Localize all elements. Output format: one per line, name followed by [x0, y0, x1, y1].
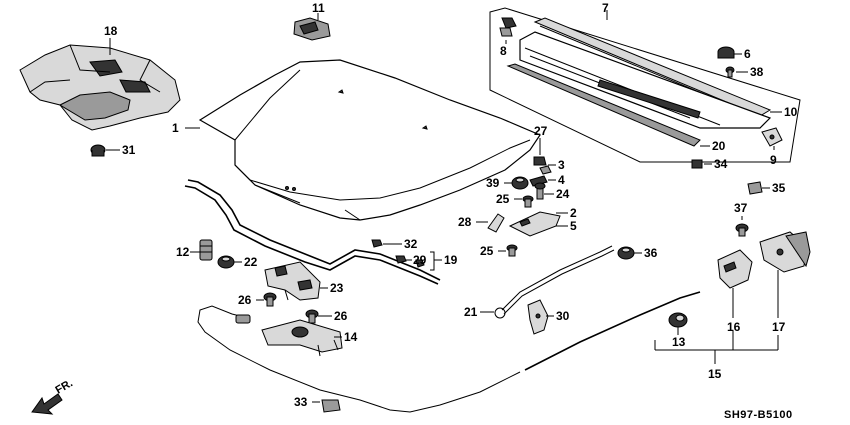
- part-15-release-cable: [197, 291, 701, 413]
- callout-16: 16: [727, 320, 741, 334]
- callout-12: 12: [176, 245, 190, 259]
- callout-31: 31: [122, 143, 136, 157]
- part-28-bracket: [487, 213, 505, 233]
- callout-39: 39: [486, 176, 500, 190]
- part-17-bracket: [759, 231, 811, 273]
- callout-28: 28: [458, 215, 472, 229]
- part-11-bracket: [293, 17, 331, 41]
- callout-38: 38: [750, 65, 764, 79]
- part-31-clip: [90, 144, 106, 157]
- part-35-clip: [747, 181, 763, 195]
- callout-34: 34: [714, 157, 728, 171]
- part-16-release-lever: [717, 249, 753, 289]
- part-25a-bolt: [522, 195, 534, 208]
- callout-25b: 25: [480, 244, 494, 258]
- diagram-code: SH97-B5100: [724, 409, 793, 421]
- callout-20: 20: [712, 139, 726, 153]
- part-26b-bolt: [305, 309, 319, 324]
- cowl-box-outline: [489, 7, 801, 163]
- callout-2: 2: [570, 206, 577, 220]
- callout-26a: 26: [238, 293, 252, 307]
- callout-10: 10: [784, 105, 798, 119]
- part-36-grommet: [617, 246, 635, 260]
- part-9-bracket: [761, 127, 783, 147]
- callout-26b: 26: [334, 309, 348, 323]
- part-12-bumper: [199, 239, 213, 261]
- part-30-rod-holder: [527, 299, 549, 335]
- part-1-hood-panel: [198, 59, 541, 221]
- callout-7: 7: [602, 1, 609, 15]
- part-6-cap: [717, 46, 735, 59]
- callout-4: 4: [558, 173, 565, 187]
- part-18-hood-insulator: [19, 44, 181, 131]
- part-8-clip: [499, 17, 517, 37]
- part-32-clip: [371, 239, 383, 248]
- callout-11: 11: [312, 1, 325, 15]
- callout-3: 3: [558, 158, 565, 172]
- callout-22: 22: [244, 255, 258, 269]
- part-13-knob: [668, 312, 688, 328]
- callout-29: 29: [413, 253, 427, 267]
- part-37-bolt: [735, 223, 749, 237]
- callout-5: 5: [570, 219, 577, 233]
- part-26a-bolt: [263, 292, 277, 307]
- part-25b-bolt: [506, 244, 518, 257]
- part-21-support-rod: [494, 245, 615, 319]
- orientation-label: FR.: [54, 377, 75, 396]
- callout-13: 13: [672, 335, 686, 349]
- callout-19: 19: [444, 253, 458, 267]
- part-4-washer: [529, 175, 548, 187]
- part-23-latch-catch: [264, 261, 321, 301]
- part-14-hood-lock: [261, 319, 343, 357]
- callout-32: 32: [404, 237, 418, 251]
- callout-9: 9: [770, 153, 777, 167]
- callout-14: 14: [344, 330, 358, 344]
- part-3-nut: [539, 165, 552, 175]
- part-38-screw: [725, 66, 735, 78]
- callout-23: 23: [330, 281, 344, 295]
- callout-17: 17: [772, 320, 786, 334]
- part-cowl-panel: [519, 31, 772, 129]
- callout-37: 37: [734, 201, 748, 215]
- part-27-cap: [533, 156, 547, 166]
- callout-27: 27: [534, 124, 548, 138]
- front-direction-arrow: [31, 393, 63, 415]
- callout-24: 24: [556, 187, 570, 201]
- part-2-hinge: [508, 211, 561, 237]
- part-39-grommet: [511, 176, 529, 190]
- callout-15: 15: [708, 367, 722, 381]
- part-24-bolt: [534, 182, 546, 200]
- callout-36: 36: [644, 246, 658, 260]
- callout-6: 6: [744, 47, 751, 61]
- callout-33: 33: [294, 395, 308, 409]
- callout-8: 8: [500, 44, 507, 58]
- part-29-clip: [395, 255, 425, 268]
- callout-21: 21: [464, 305, 478, 319]
- callout-18: 18: [104, 24, 118, 38]
- callout-25a: 25: [496, 192, 510, 206]
- callout-1: 1: [172, 121, 179, 135]
- part-20-weatherstrip: [506, 63, 701, 147]
- part-33-cable-clip: [321, 399, 341, 413]
- part-22-grommet: [217, 255, 235, 269]
- callout-30: 30: [556, 309, 570, 323]
- callout-35: 35: [772, 181, 786, 195]
- part-34-clip: [691, 159, 703, 169]
